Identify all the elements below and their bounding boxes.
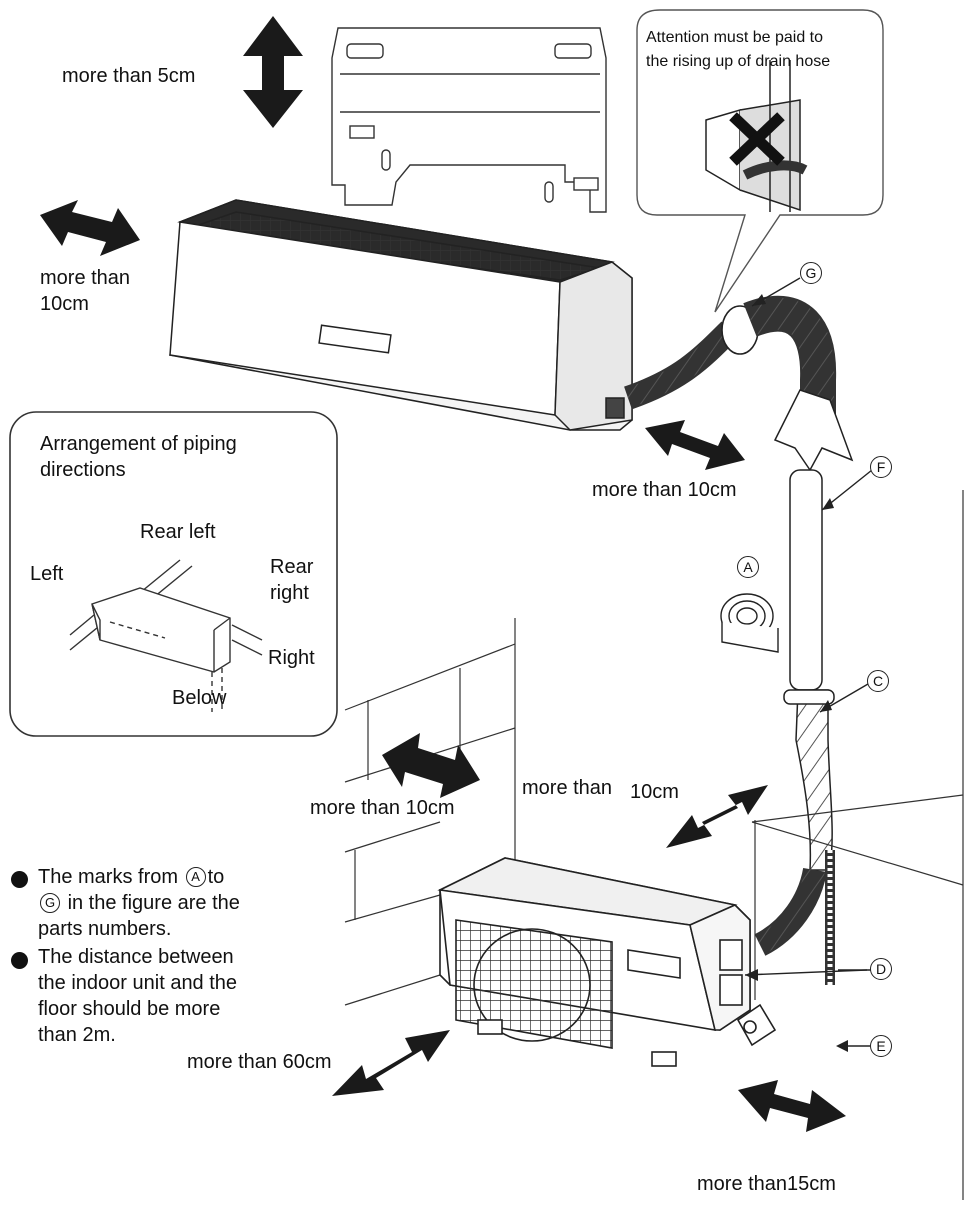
arrow-vertical-icon <box>243 16 303 128</box>
note-2-line-4: than 2m. <box>38 1024 116 1046</box>
part-label-e: E <box>870 1035 892 1057</box>
piping-left-label: Left <box>30 563 64 585</box>
mounting-plate <box>331 27 607 213</box>
leader-arrowhead-icon <box>745 969 758 981</box>
clearance-wall-label: more than 10cm <box>310 797 455 819</box>
outdoor-unit-drawing <box>437 857 777 1067</box>
leader-arrowhead-icon <box>752 294 766 306</box>
piping-rear-left-label: Rear left <box>140 521 216 543</box>
clearance-outdoor-top-label: more than <box>522 777 613 799</box>
note-2-line-3: floor should be more <box>38 998 221 1020</box>
leader-arrowhead-icon <box>822 498 834 510</box>
note-bullet-1 <box>11 871 28 888</box>
part-a-tape-roll <box>720 593 779 653</box>
note-1-line-2: G in the figure are the <box>38 890 240 916</box>
piping-rear-right-label-1: Rear <box>270 556 314 578</box>
part-mark-g-icon: G <box>40 893 60 913</box>
arrow-diagonal-icon <box>332 1030 450 1096</box>
indoor-unit-drawing <box>169 199 633 431</box>
clearance-right-indoor-label: more than 10cm <box>592 479 737 501</box>
note-1-text-a: The marks from <box>38 866 179 888</box>
piping-title-2: directions <box>40 459 126 481</box>
arrow-diagonal-icon <box>666 785 768 848</box>
part-mark-a-icon: A <box>185 867 206 887</box>
arrow-diagonal-icon <box>738 1080 846 1132</box>
leader-arrowhead-icon <box>836 1040 848 1052</box>
piping-title-1: Arrangement of piping <box>40 433 237 455</box>
part-label-c: C <box>867 670 889 692</box>
arrow-diagonal-icon <box>382 733 480 798</box>
clearance-top-label: more than 5cm <box>62 65 196 87</box>
part-label-d: D <box>870 958 892 980</box>
note-1-text-to: to <box>207 866 225 888</box>
callout-line-2: the rising up of drain hose <box>646 53 831 70</box>
piping-below-label: Below <box>172 687 227 709</box>
clearance-left-label-1: more than <box>40 267 131 289</box>
callout-line-1: Attention must be paid to <box>646 29 823 46</box>
leader-arrowhead-icon <box>820 700 832 712</box>
piping-box-frame <box>9 411 338 737</box>
note-1-text-b: in the figure are the <box>67 892 240 914</box>
note-1-line-3: parts numbers. <box>38 918 172 940</box>
note-2: The distance between the indoor unit and… <box>38 944 237 1048</box>
note-2-line-1: The distance between <box>38 946 234 968</box>
wall-drawing <box>344 490 964 1200</box>
arrow-horizontal-icon <box>645 420 745 470</box>
piping-rear-right-label-2: right <box>270 582 309 604</box>
piping-box-drawing <box>69 559 263 712</box>
part-label-a: A <box>737 556 759 578</box>
note-2-line-2: the indoor unit and the <box>38 972 238 994</box>
clearance-left-label-2: 10cm <box>40 293 89 315</box>
clearance-outdoor-right-label: more than15cm <box>697 1173 836 1195</box>
wrong-mark-icon <box>729 112 785 166</box>
part-label-g: G <box>800 262 822 284</box>
clearance-outdoor-front-label: more than 60cm <box>187 1051 332 1073</box>
part-label-f: F <box>870 456 892 478</box>
vertical-piping <box>754 469 835 956</box>
piping-right-label: Right <box>268 647 315 669</box>
arrow-horizontal-icon <box>40 200 140 256</box>
note-bullet-2 <box>11 952 28 969</box>
clearance-outdoor-top-value: 10cm <box>630 781 679 803</box>
